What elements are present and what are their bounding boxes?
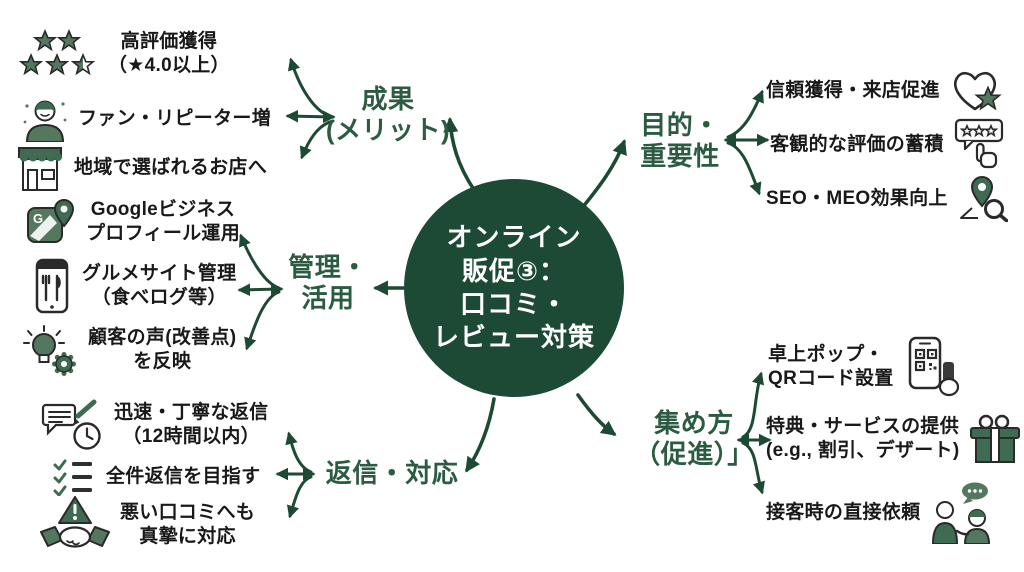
- list-item: 顧客の声(改善点) を反映: [20, 324, 236, 376]
- item-text: プロフィール運用: [86, 223, 241, 244]
- list-item: 卓上ポップ・ QRコード設置: [768, 336, 960, 398]
- branch-label-line: 管理・: [288, 252, 368, 282]
- item-text: ファン・リピーター増: [78, 108, 272, 130]
- item-text: QRコード設置: [768, 368, 894, 389]
- gift-icon: [970, 414, 1021, 463]
- item-text: Googleビジネス: [90, 199, 236, 221]
- list-item: 特典・サービスの提供 (e.g., 割引、デザート): [766, 414, 1021, 464]
- item-text: 客観的な評価の蓄積: [770, 134, 944, 156]
- list-item: 高評価獲得 （★4.0以上）: [14, 28, 230, 80]
- center-topic-line: 販促③：: [461, 255, 566, 286]
- item-text: 全件返信を目指す: [106, 466, 261, 488]
- list-item: 客観的な評価の蓄積: [770, 118, 1004, 172]
- item-text: （★4.0以上）: [108, 55, 230, 76]
- quick-reply-icon: [41, 399, 101, 450]
- staff-request-icon: [932, 482, 991, 544]
- item-text: 信頼獲得・来店促進: [766, 80, 940, 102]
- list-item: G Googleビジネス プロフィール運用: [26, 198, 240, 246]
- google-business-icon: G: [27, 198, 75, 243]
- item-text: 高評価獲得: [120, 31, 218, 53]
- branch-label-line: (メリット): [325, 114, 451, 145]
- branch-label-reply: 返信・対応: [318, 458, 466, 489]
- qr-code-phone-icon: [908, 336, 959, 397]
- branch-label-line: 返信・対応: [325, 458, 459, 488]
- svg-text:G: G: [33, 211, 43, 226]
- list-item: SEO・MEO効果向上: [766, 176, 1008, 222]
- list-item: グルメサイト管理 （食べログ等）: [32, 258, 236, 314]
- list-item: 信頼獲得・来店促進: [766, 68, 1004, 114]
- branch-label-purpose: 目的・ 重要性: [628, 110, 732, 171]
- item-text: グルメサイト管理: [82, 263, 237, 285]
- item-text: 迅速・丁寧な返信: [114, 402, 269, 424]
- item-text: 接客時の直接依頼: [766, 502, 921, 524]
- customer-feedback-icon: [23, 325, 76, 376]
- review-stars-icon: [954, 118, 1003, 169]
- heart-star-icon: [953, 71, 1001, 111]
- center-topic-line: オンライン: [446, 222, 582, 253]
- item-text: 顧客の声(改善点): [88, 327, 237, 349]
- item-text: 悪い口コミへも: [120, 502, 256, 524]
- branch-label-results: 成果 (メリット): [322, 84, 454, 145]
- item-text: （12時間以内）: [122, 426, 260, 447]
- branch-label-line: 重要性: [640, 140, 720, 171]
- center-topic-line: レビュー対策: [432, 322, 595, 353]
- branch-label-line: 目的・: [640, 110, 720, 140]
- handshake-warning-icon: [40, 496, 110, 548]
- item-text: （食べログ等）: [91, 287, 227, 308]
- item-text: (e.g., 割引、デザート): [766, 440, 960, 461]
- center-topic-line: 口コミ・: [459, 289, 568, 319]
- branch-label-line: 集め方: [654, 408, 734, 438]
- branch-label-line: 成果: [361, 84, 415, 114]
- branch-label-line: （促進）」: [634, 438, 754, 469]
- center-topic: オンライン 販促③： 口コミ・ レビュー対策: [404, 179, 624, 397]
- branch-label-management: 管理・ 活用: [280, 252, 376, 313]
- item-text: 地域で選ばれるお店へ: [74, 157, 268, 179]
- item-text: 卓上ポップ・: [768, 344, 884, 366]
- item-text: 特典・サービスの提供: [766, 416, 960, 438]
- fan-repeater-icon: [23, 100, 67, 142]
- list-item: 悪い口コミへも 真摯に対応: [40, 496, 255, 554]
- list-item: 全件返信を目指す: [50, 458, 260, 496]
- list-item: 迅速・丁寧な返信 （12時間以内）: [40, 398, 268, 452]
- list-item: 接客時の直接依頼: [766, 482, 994, 544]
- gourmet-site-icon: [35, 258, 69, 314]
- item-text: SEO・MEO効果向上: [766, 188, 948, 210]
- checklist-icon: [53, 459, 92, 496]
- list-item: ファン・リピーター増: [22, 96, 271, 142]
- item-text: 真摯に対応: [139, 526, 236, 547]
- branch-label-line: 活用: [301, 282, 355, 313]
- map-pin-search-icon: [959, 176, 1008, 222]
- list-item: 地域で選ばれるお店へ: [16, 144, 267, 192]
- storefront-icon: [18, 147, 62, 191]
- star-rating-icon: [20, 30, 94, 75]
- branch-label-collecting: 集め方 （促進）」: [616, 408, 772, 469]
- item-text: を反映: [133, 351, 192, 372]
